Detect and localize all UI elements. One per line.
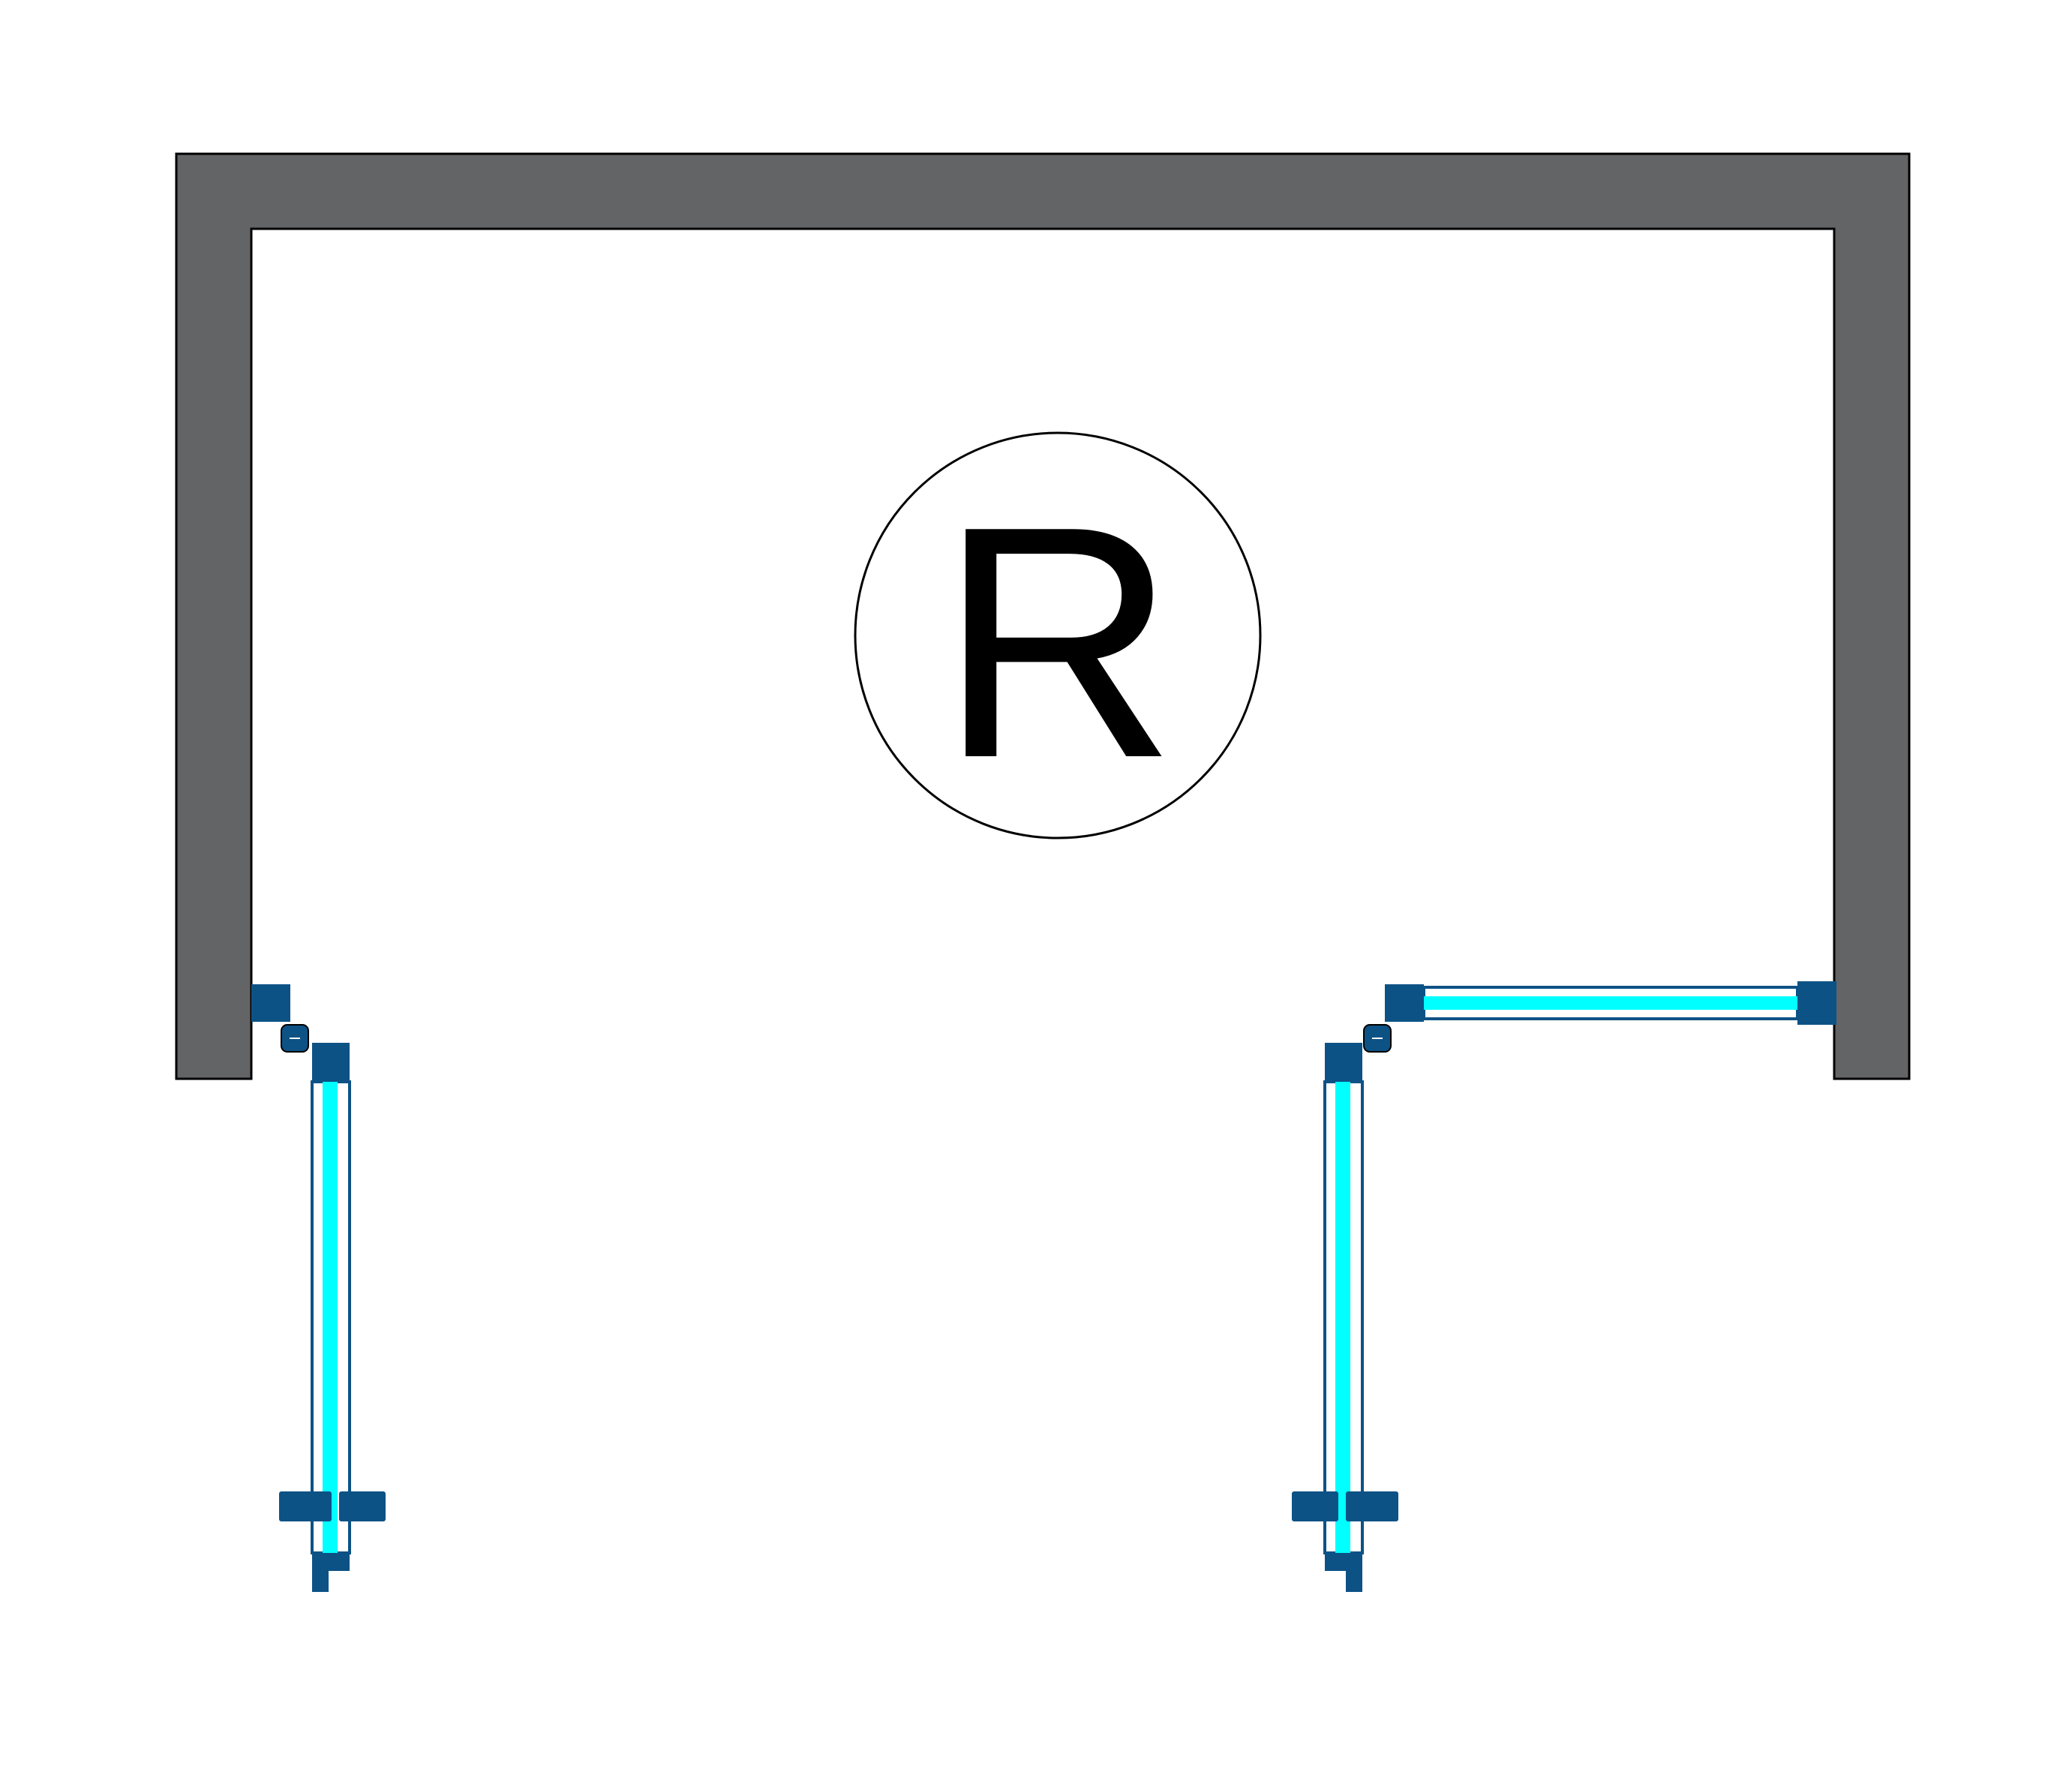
orientation-circle-outline [854, 431, 1262, 839]
left-door-handle-outer[interactable] [279, 1491, 332, 1521]
left-door-panel[interactable] [279, 1043, 386, 1592]
left-door-top-cap [312, 1043, 350, 1082]
fixed-panel-glass [1424, 996, 1797, 1010]
right-fixed-panel [1385, 981, 1836, 1025]
right-door-handle-outer[interactable] [1292, 1491, 1338, 1521]
left-door-bottom-cap [312, 1553, 350, 1571]
left-door-handle-inner[interactable] [339, 1491, 386, 1521]
right-door-foot [1346, 1571, 1362, 1592]
orientation-circle: R [854, 431, 1262, 839]
fixed-panel-left-profile [1385, 984, 1424, 1022]
orientation-label: R [938, 458, 1177, 827]
right-door-panel[interactable] [1292, 1043, 1398, 1592]
u-shaped-wall [175, 152, 1911, 1080]
fixed-panel-wall-profile [1797, 981, 1836, 1025]
left-wall-profile [251, 984, 290, 1022]
left-door-foot [312, 1571, 329, 1592]
right-door-bottom-cap [1325, 1553, 1362, 1571]
right-door-glass [1335, 1082, 1350, 1553]
right-door-top-cap [1325, 1043, 1362, 1082]
right-door-handle-inner[interactable] [1346, 1491, 1398, 1521]
left-door-glass [323, 1082, 338, 1553]
